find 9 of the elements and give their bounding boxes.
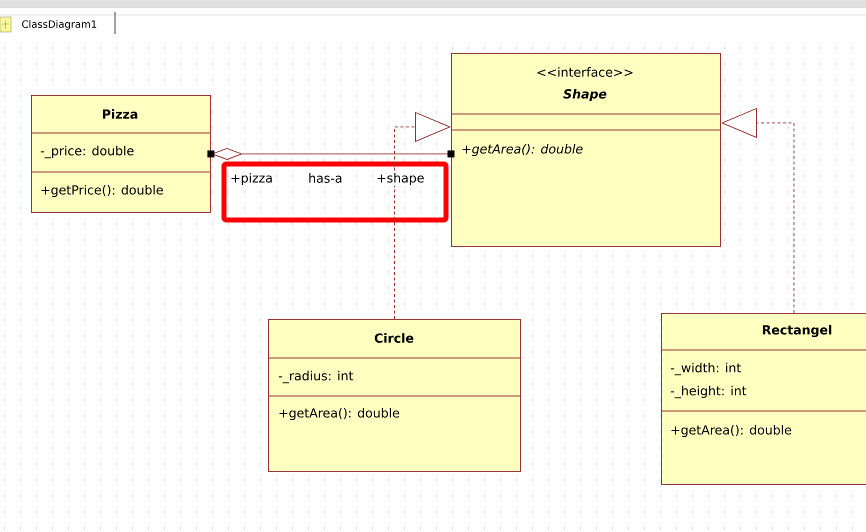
tab-title: ClassDiagram1 xyxy=(22,20,96,30)
class-box: Circle -_radius: int +getArea(): double xyxy=(268,319,521,472)
role-label: +pizza xyxy=(232,172,272,186)
edge-label: has-a xyxy=(307,172,344,184)
association-line xyxy=(207,148,454,160)
class-box: Rectangel -_width: int -_height: int +getArea(): double xyxy=(660,313,866,485)
role-label: +shape xyxy=(375,172,426,186)
class-box: Pizza -_price: double +getPrice(): double xyxy=(30,95,211,213)
class-box: <<interface>> Shape +getArea(): double xyxy=(450,53,721,247)
